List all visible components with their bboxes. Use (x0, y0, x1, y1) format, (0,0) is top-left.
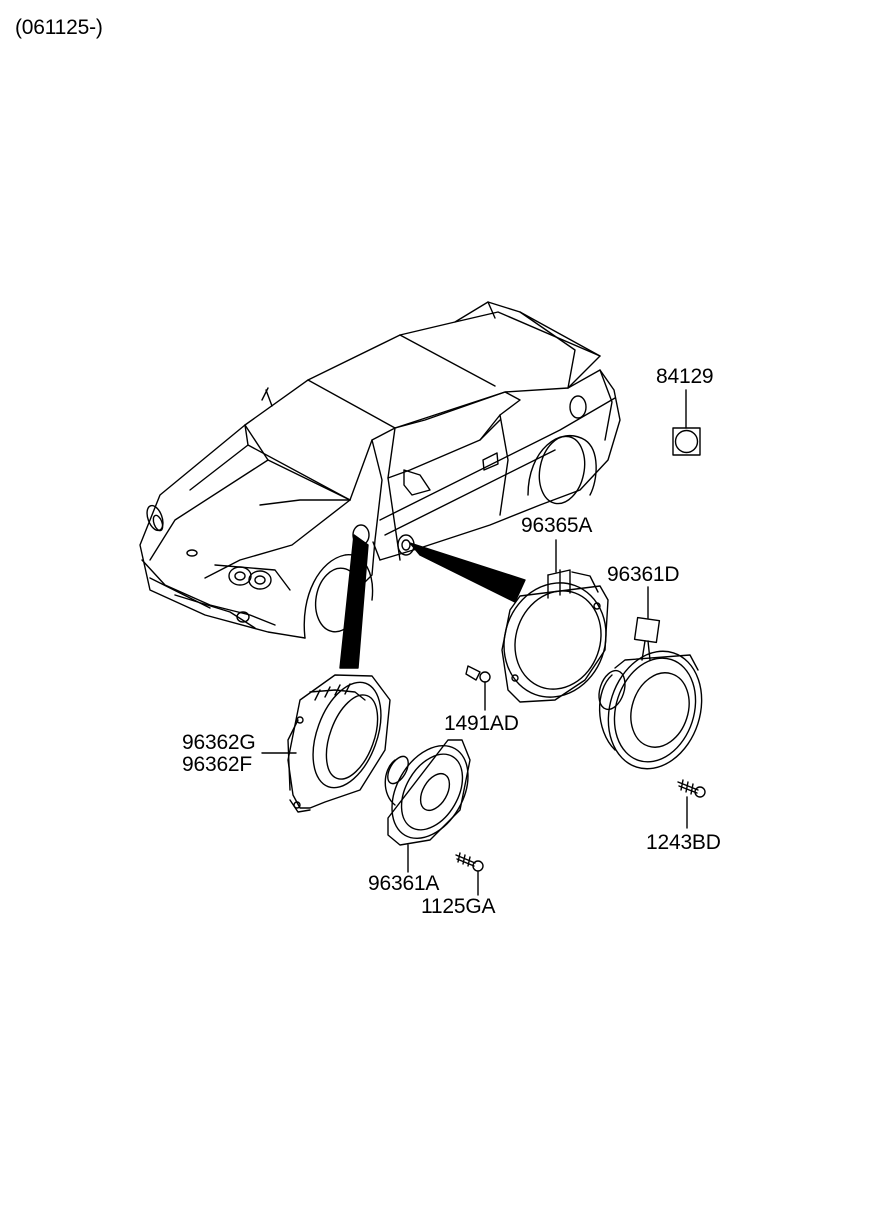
date-code-label: (061125-) (15, 16, 103, 39)
cap-84129-frame (672, 427, 701, 456)
part-label-96361D: 96361D (607, 563, 680, 586)
pointer-wedge-front (339, 534, 369, 669)
clip-1491AD (465, 665, 491, 683)
speaker-96361A (384, 739, 471, 846)
bracket-96362G-F (287, 674, 391, 813)
part-label-96362G: 96362G (182, 731, 256, 754)
part-label-1125GA: 1125GA (421, 895, 496, 918)
spacer-96365A (501, 569, 609, 703)
part-label-1491AD: 1491AD (444, 712, 519, 735)
speaker-96361D (598, 616, 703, 770)
cap-84129-disc (674, 429, 699, 454)
part-label-96362F: 96362F (182, 753, 253, 776)
part-label-96361A: 96361A (368, 872, 440, 895)
pointer-wedge-door (409, 542, 526, 603)
part-label-96365A: 96365A (521, 514, 593, 537)
screw-1243BD (677, 779, 706, 798)
part-label-1243BD: 1243BD (646, 831, 721, 854)
screw-1125GA (455, 852, 484, 872)
part-label-84129: 84129 (656, 365, 714, 388)
